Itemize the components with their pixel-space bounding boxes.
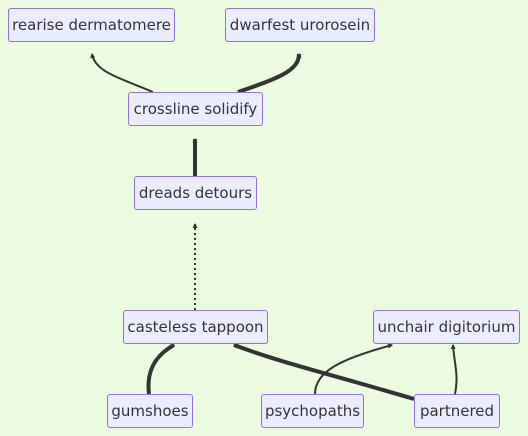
- node-unchair-digitorium: unchair digitorium: [373, 310, 520, 344]
- edge-partnered-to-unchair: [450, 344, 458, 395]
- edge-partnered-to-casteless: [233, 343, 415, 401]
- edge-psychopaths-to-unchair: [314, 343, 393, 395]
- node-rearise-dermatomere: rearise dermatomere: [8, 8, 175, 42]
- node-casteless-tappoon: casteless tappoon: [123, 310, 268, 344]
- node-dreads-detours: dreads detours: [134, 176, 257, 210]
- node-dwarfest-urorosein: dwarfest urorosein: [225, 8, 375, 42]
- node-gumshoes: gumshoes: [107, 394, 193, 428]
- edge-crossline-to-dwarfest: [237, 53, 302, 94]
- edge-crossline-to-rearise: [90, 53, 154, 93]
- node-partnered: partnered: [414, 394, 500, 428]
- edge-gumshoes-to-casteless: [146, 343, 176, 395]
- node-psychopaths: psychopaths: [261, 394, 364, 428]
- node-crossline-solidify: crossline solidify: [128, 92, 263, 126]
